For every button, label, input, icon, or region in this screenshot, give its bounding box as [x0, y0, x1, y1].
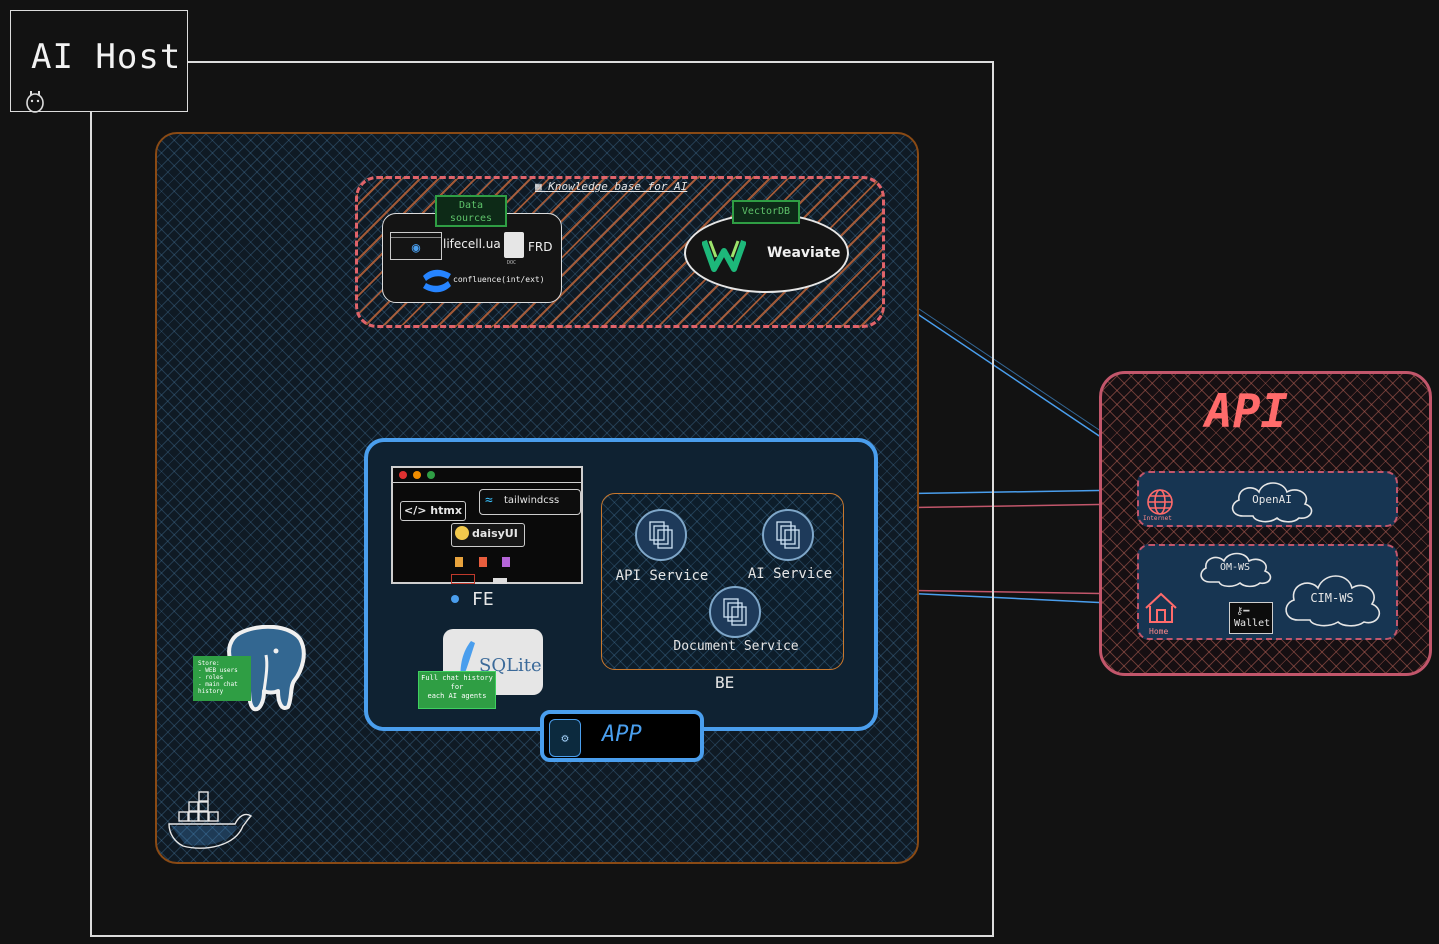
cim-ws-label: CIM-WS: [1310, 591, 1354, 605]
tailwind-icon: ≈: [485, 493, 493, 508]
postgres-note-line: - main chat: [198, 681, 238, 688]
arrow-app-to-home: [881, 591, 1130, 604]
sqlite-label: SQLite: [479, 655, 542, 676]
knowledge-base-label: Knowledge base for AI: [548, 180, 688, 193]
confluence-label: confluence(int/ext): [453, 275, 545, 284]
browser-min-dot: [413, 471, 421, 479]
internet-label: Internet: [1143, 515, 1172, 522]
sqlite-note: Full chat history for each AI agents: [418, 671, 496, 709]
weaviate-node: Weaviate: [684, 213, 849, 293]
website-label: lifecell.ua: [443, 237, 501, 251]
wallet-box: ⚷━ Wallet: [1229, 602, 1273, 634]
postgres-note-line: history: [198, 688, 224, 695]
knowledge-base-title: ▦ Knowledge base for AI: [535, 180, 687, 193]
wallet-label: Wallet: [1234, 618, 1271, 629]
tailwind-badge: ≈ tailwindcss: [479, 489, 581, 515]
go-icon: [451, 595, 459, 603]
fe-browser-window: </> htmx ≈ tailwindcss daisyUI: [391, 466, 583, 603]
daisyui-label: daisyUI: [472, 527, 518, 540]
doc-caption: DOC: [507, 260, 517, 266]
htmx-badge: </> htmx: [400, 501, 466, 521]
ai-service-icon: [762, 509, 814, 561]
data-sources-tag: Data sources: [435, 195, 507, 227]
postgres-note-line: - WEB users: [198, 667, 238, 674]
host-title: AI Host: [31, 37, 182, 77]
docker-icon: [168, 791, 253, 849]
app-icon: ⚙: [549, 719, 581, 757]
arrow-internet-to-app: [884, 504, 1129, 508]
fe-small-icons: [455, 552, 515, 567]
frd-label: FRD: [528, 240, 553, 254]
postgres-note-line: Store:: [198, 660, 220, 667]
api-service-icon: [635, 509, 687, 561]
app-label: APP: [602, 722, 642, 747]
daisyui-icon: [455, 526, 469, 540]
postgres-note-line: - roles: [198, 674, 224, 681]
weaviate-logo-icon: [702, 239, 746, 272]
data-sources-card: ◉ lifecell.ua DOC FRD confluence(int/ext…: [382, 213, 562, 303]
doc-icon: [504, 232, 524, 258]
tailwind-label: tailwindcss: [504, 495, 560, 506]
sqlite-note-line: Full chat history: [421, 674, 493, 682]
weaviate-label: Weaviate: [767, 245, 841, 261]
ai-host-frame: [90, 61, 994, 937]
document-service-label: Document Service: [673, 639, 799, 654]
browser-titlebar: [393, 468, 581, 483]
fe-label: FE: [472, 589, 494, 610]
home-label: Home: [1149, 627, 1169, 636]
ai-service-label: AI Service: [747, 566, 833, 582]
ai-host-title-box: AI Host: [10, 10, 188, 113]
sqlite-note-line: for: [450, 683, 464, 691]
browser-close-dot: [399, 471, 407, 479]
key-icon: ⚷━: [1236, 606, 1250, 617]
database-icon: ▦: [535, 180, 549, 193]
sqlite-note-line: each AI agents: [427, 692, 487, 700]
server-stack-icon: [723, 598, 747, 626]
openai-cloud-icon: [1231, 482, 1313, 523]
app-label-box: ⚙ APP: [540, 710, 704, 762]
openai-label: OpenAI: [1252, 493, 1292, 506]
document-service-icon: [709, 586, 761, 638]
api-title: API: [1205, 384, 1289, 438]
nginx-icon: [492, 578, 507, 584]
globe-icon: [1147, 489, 1173, 515]
ollama-icon: [26, 91, 44, 113]
css-icon: [478, 557, 487, 567]
arrow-home-to-app: [884, 590, 1131, 594]
website-icon: ◉: [390, 232, 442, 260]
om-ws-cloud-icon: [1200, 552, 1272, 588]
fe-tech-icons: [451, 569, 531, 603]
api-service-label: API Service: [615, 568, 709, 584]
server-stack-icon: [649, 521, 673, 549]
be-label: BE: [715, 673, 735, 692]
js-icon: [502, 557, 511, 567]
ruby-icon: [451, 574, 475, 584]
server-stack-icon: [776, 521, 800, 549]
om-ws-label: OM-WS: [1219, 562, 1251, 573]
postgres-note: Store: - WEB users - roles - main chat h…: [193, 656, 251, 701]
cim-ws-cloud-icon: [1285, 575, 1381, 627]
browser-max-dot: [427, 471, 435, 479]
arrow-app-to-internet: [881, 490, 1128, 494]
home-icon: [1145, 592, 1177, 623]
html-icon: [455, 557, 463, 567]
vectordb-tag: VectorDB: [732, 200, 800, 224]
daisyui-badge: daisyUI: [451, 523, 525, 547]
confluence-icon: [423, 269, 451, 293]
